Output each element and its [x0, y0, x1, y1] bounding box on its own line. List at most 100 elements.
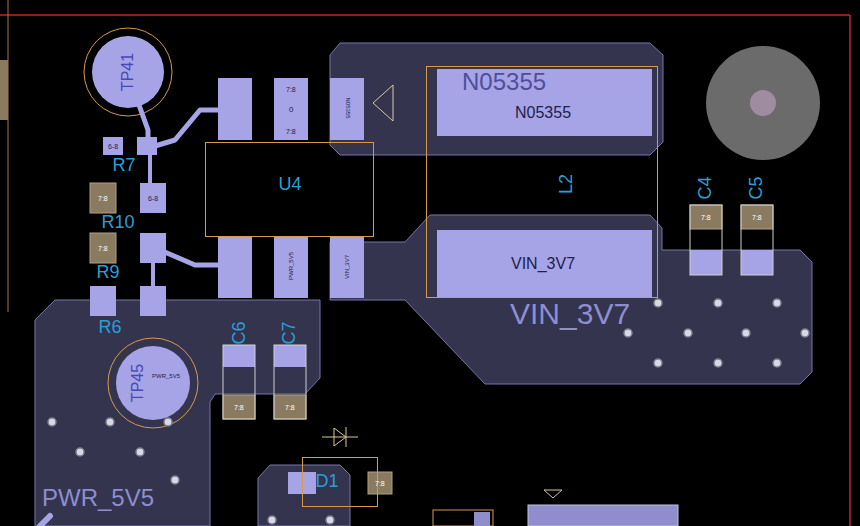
reference-designator: U4 — [279, 175, 302, 193]
smd-pad — [223, 345, 255, 367]
via — [171, 476, 179, 484]
smd-pad — [274, 345, 306, 367]
capacitor-outline — [690, 205, 722, 275]
inductor-pad: VIN_3V7 — [437, 230, 652, 297]
via — [76, 448, 84, 456]
partial-footprint — [433, 510, 493, 526]
copper-pour — [330, 215, 812, 384]
board-edge — [0, 14, 850, 16]
via — [742, 329, 750, 337]
via — [326, 516, 334, 524]
tan-pad — [274, 395, 306, 419]
reference-designator: TP45 — [130, 364, 146, 402]
tan-pad — [90, 183, 116, 213]
diode-outline: D1 — [302, 457, 378, 507]
trace — [40, 516, 50, 526]
board-edge — [8, 0, 9, 312]
partial-footprint — [474, 512, 490, 526]
smd-pad — [274, 78, 308, 140]
pad-label: 7:8 — [701, 214, 711, 221]
smd-pad — [90, 286, 116, 316]
tan-pad — [741, 205, 773, 229]
reference-designator: C7 — [279, 321, 297, 344]
pad-label: 7:8 — [752, 214, 762, 221]
capacitor-outline — [223, 205, 773, 419]
smd-pad — [218, 236, 252, 298]
pad-label: 7:8 — [285, 404, 295, 411]
tan-pad — [690, 205, 722, 229]
pad-label: 7:8 — [98, 195, 108, 202]
tan-pad — [223, 395, 255, 419]
via — [773, 299, 781, 307]
smd-pad — [137, 137, 157, 155]
capacitor-outline — [741, 205, 773, 275]
test-point-ring — [108, 338, 198, 428]
pad-label: 6-8 — [148, 195, 158, 202]
reference-designator: R9 — [97, 263, 120, 281]
via — [773, 359, 781, 367]
tan-pad — [90, 183, 773, 494]
smd-pad — [330, 78, 364, 140]
reference-designator: C5 — [746, 176, 764, 199]
via — [624, 329, 632, 337]
copper-pour — [35, 43, 812, 526]
copper-pour — [330, 43, 663, 155]
net-name: PWR_5V5 — [42, 486, 154, 510]
board-edge — [0, 60, 8, 120]
reference-designator: TP41 — [120, 53, 136, 91]
partial-footprint — [528, 505, 678, 526]
pad-label: 0 — [289, 106, 293, 114]
reference-designator: R10 — [102, 213, 135, 231]
via — [654, 359, 662, 367]
via — [106, 418, 114, 426]
test-point-ring — [84, 28, 198, 428]
pad-label: VIN_3V7 — [344, 255, 350, 279]
pad-label: 6-8 — [108, 143, 118, 150]
test-point: TP41 — [92, 36, 164, 108]
via — [48, 299, 809, 524]
via — [136, 448, 144, 456]
smd-pad — [690, 250, 722, 275]
pad-label: N05355 — [344, 97, 350, 118]
capacitor-outline — [223, 345, 255, 419]
silkscreen-mark — [334, 428, 346, 446]
pad-label: 7:8 — [375, 480, 385, 487]
test-point-ring — [84, 28, 172, 116]
partial-footprint — [433, 505, 678, 526]
via — [684, 329, 692, 337]
net-name: VIN_3V7 — [510, 299, 630, 329]
net-label: N05355 — [515, 105, 571, 121]
ic-outline: U4 — [205, 142, 374, 237]
reference-designator: L2 — [557, 174, 575, 194]
smd-pad — [741, 250, 773, 275]
silkscreen-mark — [373, 85, 393, 121]
pad-label: 7:8 — [286, 128, 296, 135]
copper-pour — [258, 465, 350, 526]
via — [654, 299, 662, 307]
via — [268, 516, 276, 524]
smd-pad — [90, 78, 773, 494]
capacitor-outline — [274, 345, 306, 419]
reference-designator: R7 — [113, 156, 136, 174]
smd-pad — [140, 286, 166, 316]
via — [714, 359, 722, 367]
tan-pad — [90, 233, 116, 263]
via — [48, 418, 56, 426]
via — [714, 299, 722, 307]
net-name: N05355 — [462, 70, 546, 94]
reference-designator: PWR_5V5 — [152, 373, 180, 379]
silkscreen-mark — [544, 490, 562, 498]
smd-pad — [218, 78, 252, 140]
tan-pad — [368, 472, 392, 494]
mounting-hole — [706, 46, 820, 160]
pad-label: 7:8 — [234, 404, 244, 411]
smd-pad — [140, 233, 166, 263]
smd-pad — [103, 137, 123, 155]
smd-pad — [330, 236, 364, 298]
pad-label: PWR_5V5 — [288, 252, 294, 280]
smd-pad — [140, 183, 166, 213]
reference-designator: C6 — [229, 321, 247, 344]
via — [801, 329, 809, 337]
